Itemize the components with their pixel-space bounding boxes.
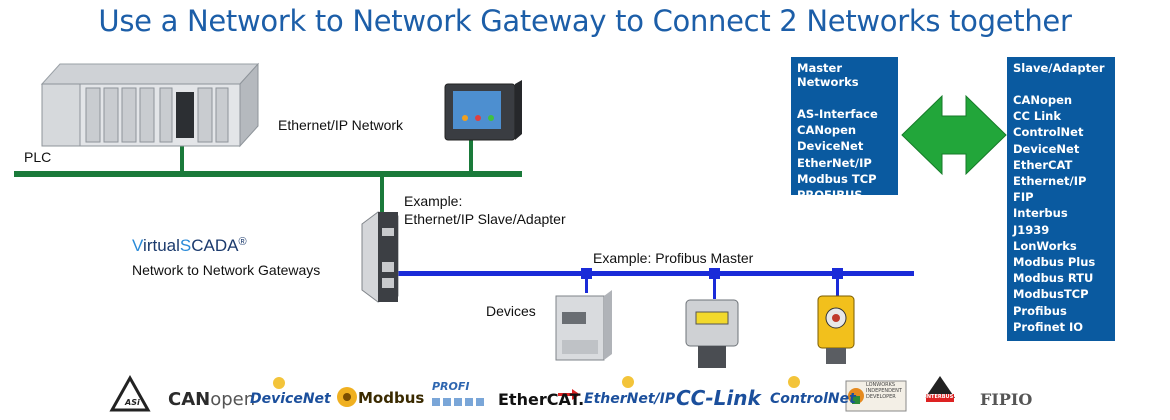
fipio-logo: FIPIO: [980, 390, 1033, 409]
brand-part2: CADA: [191, 236, 239, 255]
slave-adapter-item: Profinet IO: [1013, 319, 1084, 334]
interbus-logo: INTERBUS: [925, 394, 954, 400]
gateway-drop-line: [380, 176, 384, 216]
slave-adapter-item: ModbusTCP: [1013, 287, 1089, 302]
bidirectional-arrow: [901, 94, 1007, 176]
slave-adapter-item: Profibus: [1013, 303, 1067, 318]
example-adapter-label-line2: Ethernet/IP Slave/Adapter: [404, 211, 566, 227]
canopen-logo: CANopen: [168, 389, 255, 410]
interbus-logo-graphic: [925, 376, 955, 402]
controlnet-logo: ControlNet: [770, 391, 856, 407]
slave-adapter-item: CC Link: [1013, 109, 1061, 124]
example-profibus-label: Example: Profibus Master: [593, 250, 754, 266]
brand-letter-v: V: [132, 236, 144, 255]
brand-part1: irtual: [143, 236, 180, 255]
brand-subtitle: Network to Network Gateways: [132, 262, 321, 278]
plc-label: PLC: [24, 149, 52, 165]
master-networks-heading: Master Networks: [797, 61, 859, 89]
brand-registered-mark: ®: [238, 236, 247, 248]
slave-adapter-item: LonWorks: [1013, 238, 1077, 253]
slave-adapter-item: FIP: [1013, 190, 1034, 205]
devicenet-logo: DeviceNet: [250, 391, 331, 407]
lonworks-logo-line3: DEVELOPER: [866, 394, 896, 400]
lonworks-logo-line2: INDEPENDENT: [866, 388, 902, 394]
page-title: Use a Network to Network Gateway to Conn…: [98, 4, 1072, 38]
modbus-logo: Modbus: [358, 389, 425, 407]
brand-letter-s: S: [179, 236, 192, 255]
master-network-item: PROFIBUS: [797, 188, 863, 203]
slave-adapter-item: Interbus: [1013, 206, 1068, 221]
modbus-logo-graphic: [337, 387, 357, 407]
slave-adapter-item: Modbus RTU: [1013, 271, 1094, 286]
slave-adapter-item: Modbus Plus: [1013, 255, 1096, 270]
profibus-drop-3: [832, 268, 843, 297]
asi-logo: ASi: [125, 398, 140, 407]
canopen-logo-can: CAN: [168, 389, 211, 410]
master-network-item: EtherNet/IP: [797, 155, 872, 170]
master-network-item: AS-Interface: [797, 107, 878, 121]
lonworks-logo-graphic: [845, 380, 907, 412]
plc-drop-line: [180, 140, 184, 172]
controlnet-logo-graphic: [788, 376, 800, 388]
profibus-drop-2: [709, 268, 720, 299]
ethernetip-logo-graphic: [622, 376, 634, 388]
ethercat-logo: EtherCAT.: [498, 390, 585, 409]
ethernet-network-line: [14, 171, 522, 177]
ethercat-logo-graphic: [558, 389, 580, 400]
gateway-device-image: [361, 211, 399, 303]
profibus-network-line: [396, 271, 914, 276]
master-network-item: CANopen: [797, 123, 857, 138]
plc-image: [40, 62, 260, 148]
slave-adapter-item: CANopen: [1013, 93, 1073, 107]
profibus-logo: PROFI: [432, 380, 470, 393]
lonworks-logo: LONWORKS INDEPENDENT DEVELOPER: [866, 382, 902, 400]
slave-adapter-item: EtherCAT: [1013, 157, 1073, 172]
lonworks-logo-line1: LONWORKS: [866, 382, 896, 388]
drive-device-image: [555, 290, 612, 361]
profibus-drop-1: [581, 268, 592, 293]
devicenet-logo-graphic: [273, 377, 285, 389]
hmi-drop-line: [469, 126, 473, 172]
ethernet-network-label: Ethernet/IP Network: [278, 117, 404, 133]
slave-adapter-item: Ethernet/IP: [1013, 174, 1087, 189]
devices-label: Devices: [486, 303, 536, 319]
slave-adapter-item: J1939: [1013, 222, 1050, 237]
valve-device-image: [817, 295, 855, 364]
canopen-logo-open: open: [210, 389, 256, 410]
profibus-logo-graphic: [432, 398, 484, 406]
ethernetip-logo: EtherNet/IP: [584, 391, 676, 407]
master-network-item: Modbus TCP: [797, 171, 877, 186]
master-network-item: DeviceNet: [797, 139, 864, 154]
example-adapter-label-line1: Example:: [404, 193, 463, 209]
slave-adapter-item: ControlNet: [1013, 125, 1084, 140]
cclink-logo: CC-Link: [676, 386, 761, 410]
slave-adapter-item: DeviceNet: [1013, 141, 1080, 156]
slave-adapter-heading: Slave/Adapter: [1013, 61, 1105, 75]
virtualscada-brand: VirtualSCADA®: [132, 236, 247, 256]
asi-logo-graphic: [109, 374, 151, 412]
hmi-panel-image: [444, 80, 522, 141]
sensor-device-image: [685, 299, 739, 368]
